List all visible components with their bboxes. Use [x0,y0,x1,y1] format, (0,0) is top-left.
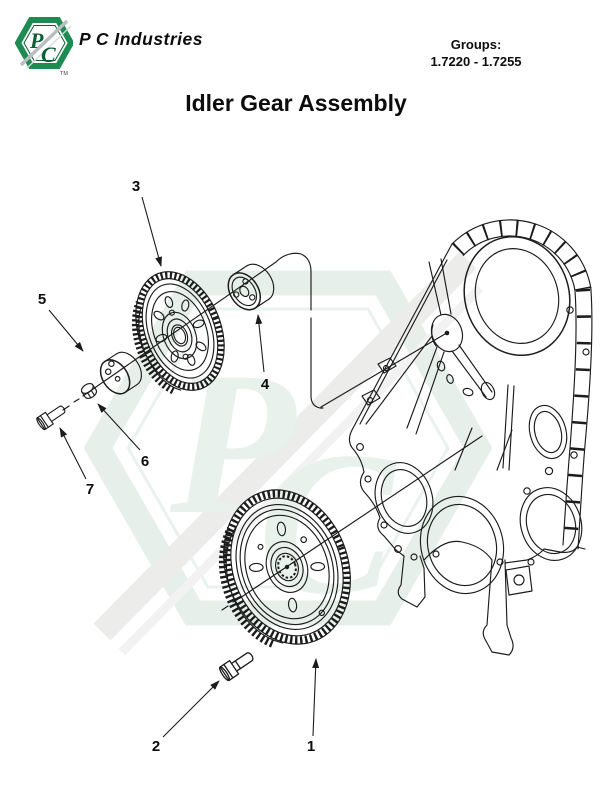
callout-6: 6 [141,453,149,470]
bolt-large [219,652,254,682]
callout-numbers: 3 4 5 6 7 2 1 [38,178,315,755]
page-title: Idler Gear Assembly [185,90,407,116]
callout-5-leader [48,309,84,352]
logo-letter-c: C [41,42,56,67]
logo-trademark: TM [60,71,68,77]
callout-2: 2 [152,738,160,755]
callout-leaders [48,196,320,738]
idler-gear-bearing [227,263,275,311]
bolt-small [36,405,66,431]
logo-slash-thin [26,25,72,69]
callout-5: 5 [38,291,46,308]
callout-6-leader [97,403,141,451]
idler-gear-upper [131,271,225,395]
watermark-logo: P C [83,251,493,656]
callout-7-leader [59,427,87,480]
groups-range: 1.7220 - 1.7255 [430,53,522,69]
upper-assembly-axis-line [62,252,446,411]
callout-1: 1 [307,738,315,755]
callout-7: 7 [86,481,94,498]
groups-block: Groups: 1.7220 - 1.7255 [398,37,554,70]
timing-gear-housing [348,219,593,656]
company-logo: P C TM [15,17,73,77]
callout-2-leader [162,680,220,738]
logo-letter-p: P [29,28,44,53]
lock-nut [80,383,98,399]
brand-name: P C Industries [79,29,204,49]
callout-3: 3 [132,178,140,195]
callout-4-leader [255,314,265,373]
callout-4: 4 [261,376,270,393]
watermark-letter-c: C [258,410,397,637]
watermark-slash [93,251,477,641]
callout-1-leader [312,658,320,737]
callout-3-leader [141,196,162,267]
idler-gear-lower [218,489,351,648]
logo-slash [19,19,69,67]
groups-label: Groups: [450,37,502,52]
